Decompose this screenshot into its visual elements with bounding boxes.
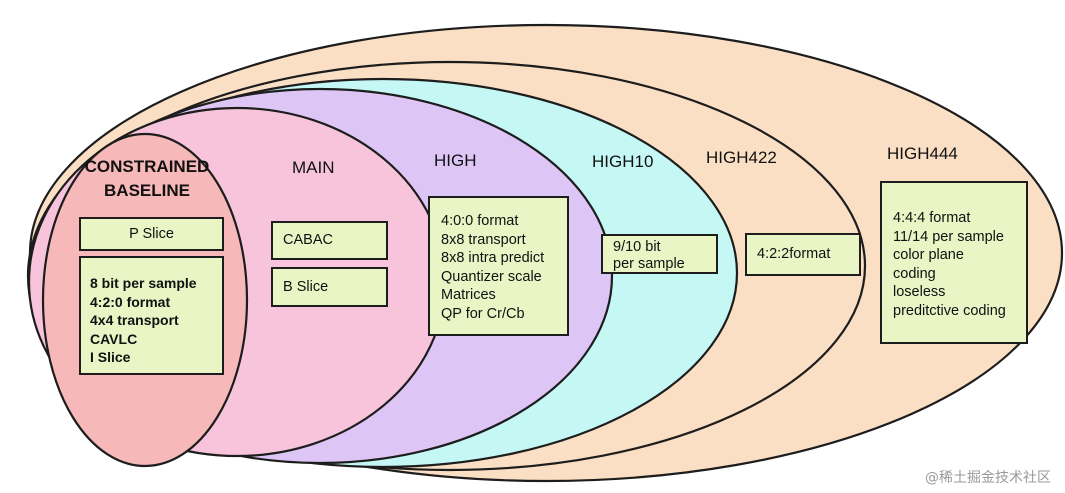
label-main: MAIN: [292, 158, 335, 177]
label-constrained-baseline-line2: BASELINE: [104, 181, 190, 200]
high444-feature-6: preditctive coding: [893, 302, 1006, 319]
label-constrained-baseline: CONSTRAINED BASELINE: [72, 155, 222, 203]
high-feature-2: 8x8 transport: [441, 231, 526, 248]
baseline-feature-1: 8 bit per sample: [90, 275, 197, 291]
high10-feature-2: per sample: [613, 256, 685, 272]
box-p-slice-text: P Slice: [129, 225, 174, 242]
box-high444-features: 4:4:4 format 11/14 per sample color plan…: [880, 181, 1028, 344]
baseline-feature-2: 4:2:0 format: [90, 293, 171, 310]
box-cabac-text: CABAC: [283, 232, 333, 249]
box-high10-features: 9/10 bit per sample: [601, 234, 718, 274]
box-p-slice: P Slice: [79, 217, 224, 251]
baseline-feature-4: CAVLC: [90, 330, 138, 347]
box-high422-features: 4:2:2format: [745, 233, 861, 276]
high444-feature-4: coding: [893, 265, 936, 282]
high-feature-6: QP for Cr/Cb: [441, 305, 525, 322]
box-high-features: 4:0:0 format 8x8 transport 8x8 intra pre…: [428, 196, 569, 336]
high-feature-1: 4:0:0 format: [441, 213, 519, 229]
box-high422-text: 4:2:2format: [757, 246, 831, 263]
watermark: @稀土掘金技术社区: [925, 470, 1051, 486]
high-feature-4: Quantizer scale: [441, 268, 542, 285]
label-high: HIGH: [434, 151, 477, 170]
high-feature-5: Matrices: [441, 287, 496, 303]
label-high422: HIGH422: [706, 148, 777, 167]
label-constrained-baseline-line1: CONSTRAINED: [84, 157, 210, 176]
box-b-slice: B Slice: [271, 267, 388, 307]
high10-feature-1: 9/10 bit: [613, 239, 661, 255]
high444-feature-5: loseless: [893, 284, 946, 300]
high444-feature-1: 4:4:4 format: [893, 210, 971, 226]
high444-feature-2: 11/14 per sample: [893, 228, 1004, 245]
high444-feature-3: color plane: [893, 247, 964, 263]
box-cabac: CABAC: [271, 221, 388, 260]
label-high10: HIGH10: [592, 152, 654, 171]
baseline-feature-3: 4x4 transport: [90, 312, 179, 328]
high-feature-3: 8x8 intra predict: [441, 250, 545, 266]
box-b-slice-text: B Slice: [283, 278, 329, 295]
box-baseline-features: 8 bit per sample 4:2:0 format 4x4 transp…: [79, 256, 224, 375]
baseline-feature-5: I Slice: [90, 349, 131, 365]
label-high444: HIGH444: [887, 144, 958, 163]
